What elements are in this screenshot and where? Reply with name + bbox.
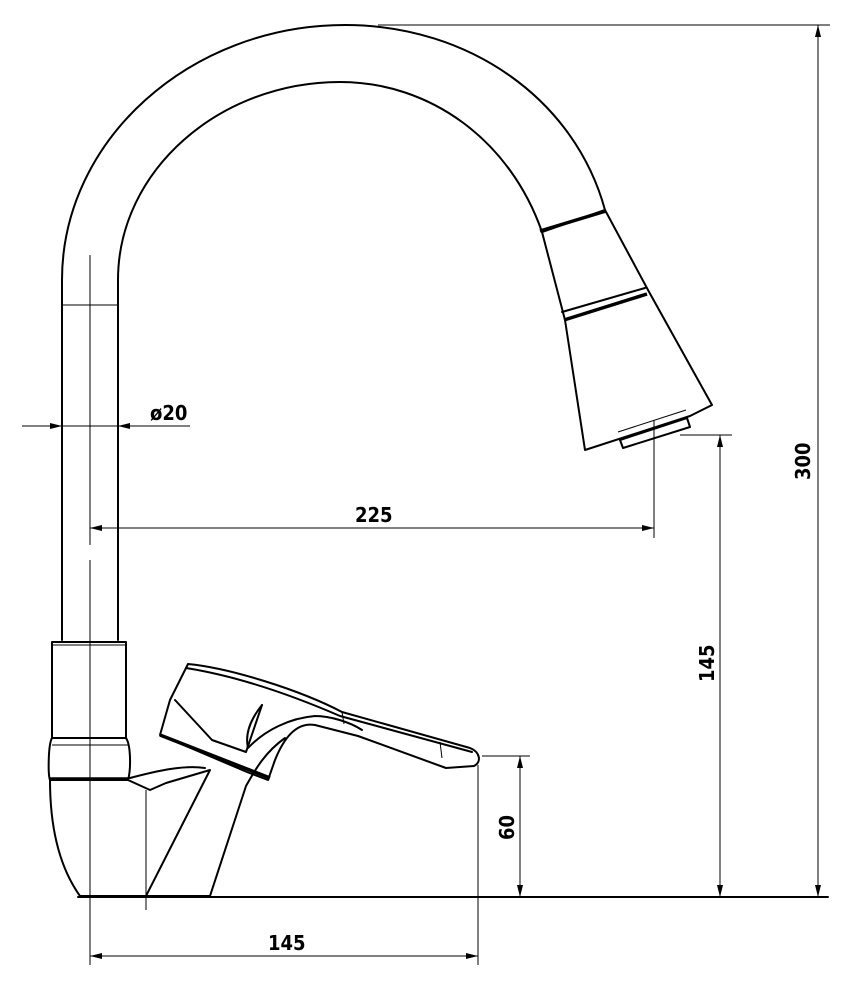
dim-spout-reach-label: 225 xyxy=(355,503,393,527)
lever-handle xyxy=(159,663,480,781)
spout-outer-arc xyxy=(61,24,606,306)
dim-base-height-label: 60 xyxy=(495,815,519,840)
centerlines xyxy=(89,255,147,910)
lever-band xyxy=(159,733,271,780)
dim-spout-clearance-label: 145 xyxy=(695,644,719,682)
dim-pipe-diameter: ø20 xyxy=(22,401,190,429)
lever-seam-2 xyxy=(439,741,443,759)
dim-spout-clearance: 145 xyxy=(680,434,732,897)
base-inner-line xyxy=(127,769,211,897)
dim-base-height: 60 xyxy=(482,755,530,897)
lever-seam xyxy=(341,711,345,725)
lever-top-edge xyxy=(185,667,473,753)
dim-base-length: 145 xyxy=(89,765,479,965)
spray-head xyxy=(541,209,713,451)
base-curve xyxy=(129,766,206,779)
spray-head-top-band xyxy=(539,209,607,233)
dim-spout-reach: 225 xyxy=(90,420,655,538)
spray-band-a xyxy=(561,287,646,313)
pipe-collar xyxy=(51,641,127,739)
aerator-line xyxy=(617,409,687,433)
collar-lower-ring xyxy=(47,737,132,781)
spout-inner-arc xyxy=(117,81,543,306)
faucet-outline xyxy=(47,24,713,897)
aerator xyxy=(619,417,691,449)
dim-base-length-label: 145 xyxy=(268,931,306,955)
dim-total-height: 300 xyxy=(378,24,830,897)
base-body xyxy=(49,737,286,897)
lever-inner-2 xyxy=(246,704,363,749)
dim-pipe-diameter-label: ø20 xyxy=(150,401,187,425)
spray-band-b xyxy=(563,292,648,322)
lever-inner xyxy=(174,699,263,753)
dim-total-height-label: 300 xyxy=(791,442,815,480)
